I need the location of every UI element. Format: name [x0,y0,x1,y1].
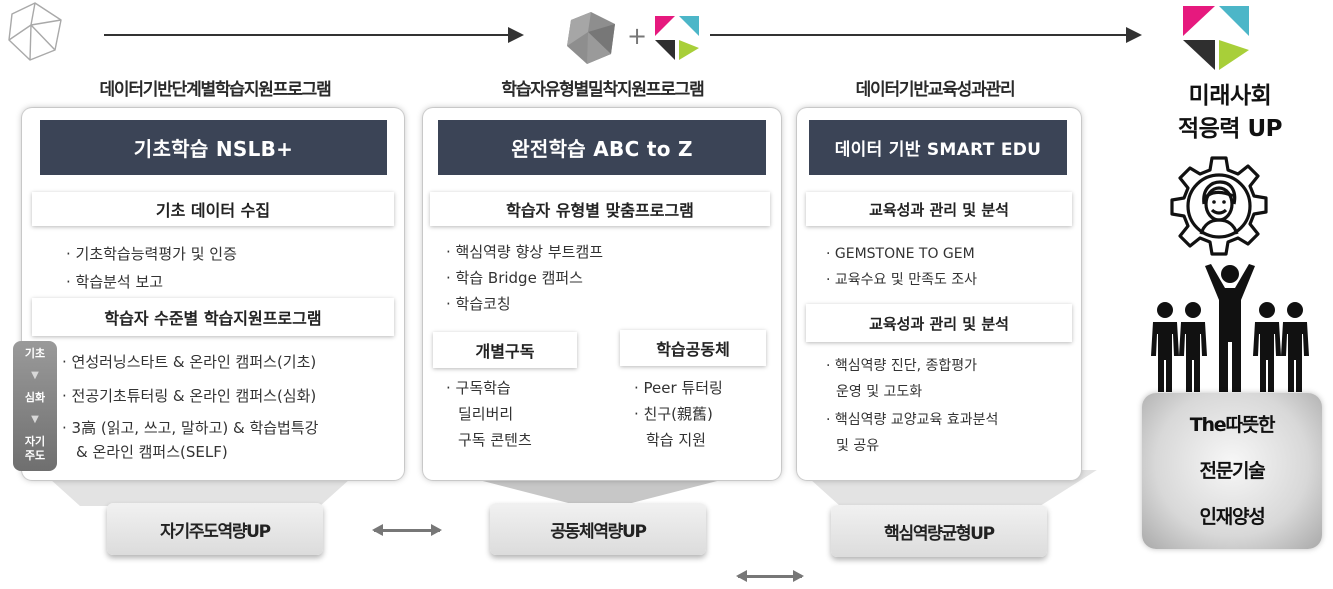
stage-3-banner: 데이터 기반 SMART EDU [809,120,1067,175]
list-item: & 온라인 캠퍼스(SELF) [76,443,228,461]
list-item: · 교육수요 및 만족도 조사 [826,272,978,288]
list-item: · 친구(親舊) [634,405,713,423]
final-goal-line: 전문기술 [1199,460,1265,482]
list-item: · 기초학습능력평가 및 인증 [66,245,237,263]
stage-2-sub-right-heading: 학습공동체 [620,330,766,366]
final-goal-box: The따뜻한 전문기술 인재양성 [1142,393,1322,549]
list-item: 학습 지원 [646,431,706,449]
list-item: 및 공유 [836,438,880,454]
list-item: · 핵심역량 교양교육 효과분석 [826,412,999,428]
outcome-box-3: 핵심역량균형UP [831,505,1047,557]
stage-2-banner: 완전학습 ABC to Z [438,120,766,175]
list-item: 운영 및 고도화 [836,384,923,400]
double-arrow-icon [372,524,442,536]
gem-outline-icon [8,2,62,61]
stage-1-section2-heading: 학습자 수준별 학습지원프로그램 [32,298,394,336]
down-arrow-icon: ▼ [31,414,39,425]
list-item: · 핵심역량 진단, 종합평가 [826,358,978,374]
list-item: · Peer 튜터링 [634,379,723,397]
final-goal-line: The따뜻한 [1189,414,1276,436]
list-item: · 학습분석 보고 [66,273,164,291]
list-item: 딜리버리 [458,405,514,423]
stage-3-section1-heading: 교육성과 관리 및 분석 [806,192,1072,226]
final-goal-line: 인재양성 [1199,506,1265,528]
list-item: · 핵심역량 향상 부트캠프 [446,243,604,261]
stage-1-title: 데이터기반단계별학습지원프로그램 [99,80,331,100]
list-item: · 연성러닝스타트 & 온라인 캠퍼스(기초) [62,353,317,371]
down-arrow-icon: ▼ [31,370,39,381]
stage-2-title: 학습자유형별밀착지원프로그램 [501,80,704,100]
stage-1-banner: 기초학습 NSLB+ [40,120,387,175]
plus-sign: + [627,22,648,50]
stage-1-section1-heading: 기초 데이터 수집 [32,192,394,226]
flow-arrow-2 [710,27,1142,43]
logo-color-icon [655,16,699,60]
future-title: 미래사회 적응력 UP [1140,80,1320,146]
list-item: 구독 콘텐츠 [458,431,532,449]
future-title-line: 적응력 UP [1177,116,1283,142]
future-title-line: 미래사회 [1188,83,1272,109]
outcome-box-2: 공동체역량UP [490,503,706,555]
outcome-box-1: 자기주도역량UP [107,503,323,555]
gear-person-icon [1170,156,1268,256]
list-item: · 3高 (읽고, 쓰고, 말하고) & 학습법특강 [62,419,319,437]
list-item: · 구독학습 [446,379,511,397]
gem-gray-icon [567,12,615,64]
stage-3-title: 데이터기반교육성과관리 [855,80,1016,100]
level-label: 자기 주도 [24,435,46,462]
logo-color-icon [1183,6,1249,70]
level-label: 심화 [24,391,46,404]
stage-3-section2-heading: 교육성과 관리 및 분석 [806,304,1072,342]
stage-2-sub-left-heading: 개별구독 [433,332,577,368]
list-item: · 전공기초튜터링 & 온라인 캠퍼스(심화) [62,387,317,405]
stage-2-section1-heading: 학습자 유형별 맞춤프로그램 [430,192,770,226]
level-progression-bar: 기초 ▼ 심화 ▼ 자기 주도 [13,341,57,471]
list-item: · 학습코칭 [446,295,511,313]
double-arrow-icon [736,570,804,582]
list-item: · 학습 Bridge 캠퍼스 [446,269,583,287]
level-label: 기초 [24,347,46,360]
flow-arrow-1 [104,27,524,43]
people-group-icon [1151,264,1309,392]
list-item: · GEMSTONE TO GEM [826,246,975,262]
